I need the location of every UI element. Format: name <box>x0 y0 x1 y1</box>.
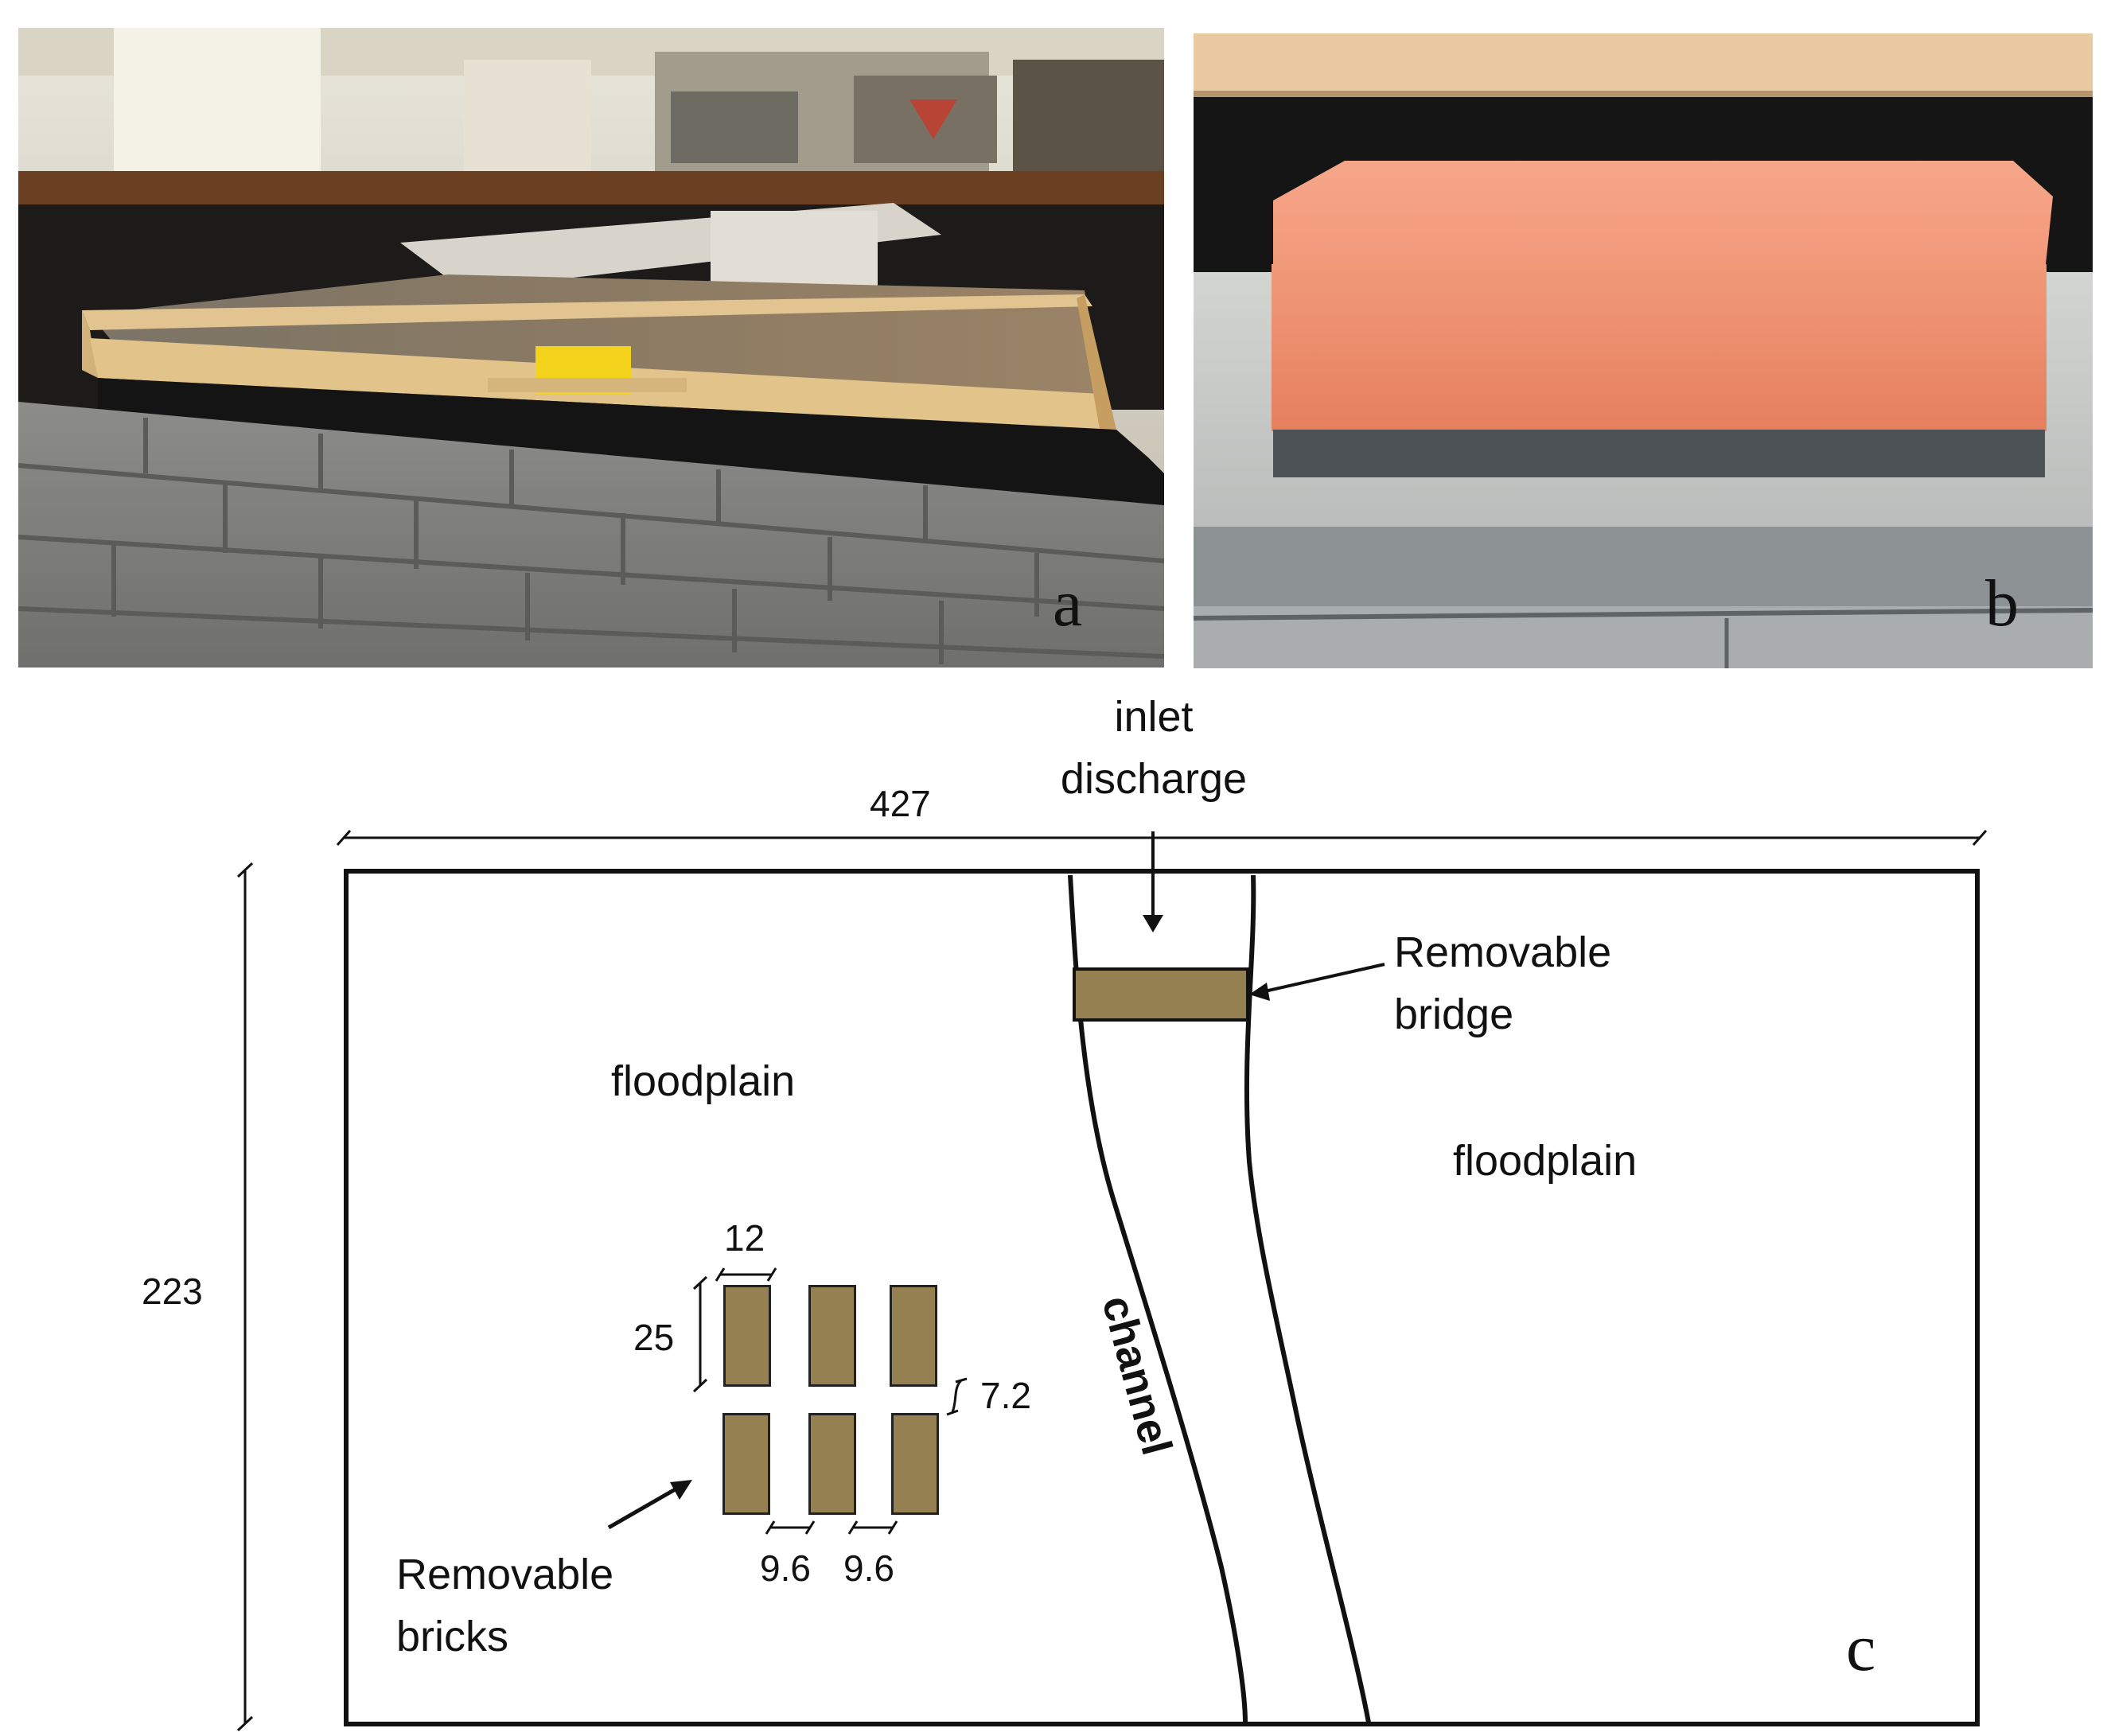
channel-label: channel <box>1092 1290 1182 1460</box>
bricks-arrow <box>607 1485 680 1530</box>
brick-row2-col1 <box>722 1413 770 1515</box>
length-dimension-value: 427 <box>870 783 931 824</box>
bridge-arrow <box>1260 963 1385 994</box>
floodplain-left-label: floodplain <box>611 1057 796 1105</box>
bricks-label-line2: bricks <box>396 1613 509 1661</box>
brick-row1-col2 <box>808 1285 856 1387</box>
col-gap-value-1: 9.6 <box>760 1547 811 1589</box>
inlet-label-line1: inlet <box>1114 693 1194 741</box>
bridge-label-line1: Removable <box>1394 928 1612 976</box>
photo-brick-panel: b <box>1194 33 2093 668</box>
row-gap-dimension-line <box>951 1379 963 1413</box>
inlet-discharge-label: inlet discharge <box>1050 686 1257 811</box>
brick-row2-col3 <box>891 1413 939 1515</box>
photo-brick <box>1194 33 2093 668</box>
brick-row1-col1 <box>723 1285 771 1387</box>
inlet-label-line2: discharge <box>1060 755 1248 804</box>
channel-left-bank <box>1068 874 1248 1723</box>
channel-right-bank <box>1244 874 1371 1723</box>
removable-bricks-label: Removable bricks <box>396 1543 613 1668</box>
width-dimension-value: 223 <box>142 1271 203 1312</box>
bridge-label-line2: bridge <box>1394 991 1514 1039</box>
bricks-label-line1: Removable <box>396 1551 614 1598</box>
panel-label-a: a <box>1053 566 1083 640</box>
removable-bridge-label: Removable bridge <box>1394 921 1611 1046</box>
panel-label-c: c <box>1846 1611 1876 1685</box>
brick-row1-col3 <box>890 1285 937 1387</box>
brick-row2-col2 <box>808 1413 856 1515</box>
brick-length-value: 25 <box>633 1317 675 1358</box>
floodplain-right-label: floodplain <box>1453 1137 1638 1185</box>
photo-flume-panel: a <box>18 28 1164 668</box>
photo-flume <box>18 28 1164 668</box>
brick-width-value: 12 <box>724 1217 765 1259</box>
panel-label-b: b <box>1985 566 2019 640</box>
row-gap-value: 7.2 <box>980 1375 1031 1416</box>
col-gap-value-2: 9.6 <box>843 1547 894 1589</box>
removable-bridge <box>1073 967 1249 1022</box>
